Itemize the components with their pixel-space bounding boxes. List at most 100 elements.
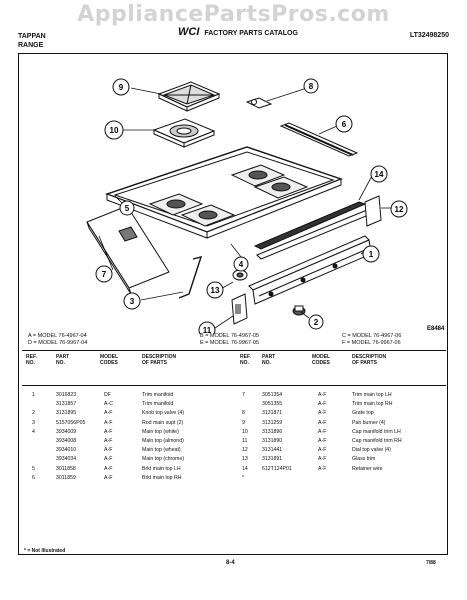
model-f: F = MODEL 76-9967-06 <box>342 340 401 346</box>
callout-14: 14 <box>370 165 388 183</box>
brand-line-1: TAPPAN <box>18 33 46 40</box>
callout-12: 12 <box>390 200 408 218</box>
svg-text:10: 10 <box>110 126 119 135</box>
row-part: 3131890 <box>262 438 283 444</box>
row-codes: A-F <box>104 419 113 426</box>
front-trim-illustration <box>86 205 170 295</box>
row-part: 3131441 <box>262 447 283 454</box>
catalog-title: FACTORY PARTS CATALOG <box>204 30 298 37</box>
row-ref: 10 <box>242 428 248 435</box>
row-codes: A-F <box>318 447 327 454</box>
callout-8: 8 <box>303 78 319 94</box>
row-desc: Dial top valve (4) <box>352 447 391 454</box>
row-codes: A-F <box>104 410 113 417</box>
row-ref: 3 <box>32 419 35 426</box>
rod-illustration <box>178 256 203 299</box>
row-desc: Trim main top LH <box>352 392 392 398</box>
model-b: B = MODEL 76-4967-05 <box>200 333 259 339</box>
row-desc: Cap manifold trim LH <box>352 428 401 435</box>
row-desc: Main top (white) <box>142 428 179 435</box>
svg-text:12: 12 <box>395 205 404 214</box>
row-part: 3051355 <box>262 401 283 408</box>
exploded-parts-diagram: 9 10 8 6 14 12 1 4 7 3 13 11 2 5 E8484 <box>86 78 445 334</box>
leader-lines <box>98 87 391 329</box>
row-desc: Trim manifold <box>142 392 174 398</box>
row-codes: A-F <box>104 447 113 454</box>
svg-text:4: 4 <box>239 260 244 269</box>
diagram-ref-id: E8484 <box>427 326 445 332</box>
manifold-trim-illustration <box>253 201 372 260</box>
model-c: C = MODEL 76-4967-06 <box>342 333 402 339</box>
page-number: 8-4 <box>226 560 235 566</box>
model-a: A = MODEL 76-4967-04 <box>28 333 87 339</box>
row-desc: Trim manifold <box>142 401 174 408</box>
row-codes: A-F <box>104 474 113 481</box>
callout-11: 11 <box>198 321 216 334</box>
row-desc: Main top (wheat) <box>142 447 181 454</box>
row-codes: A-F <box>104 428 113 435</box>
row-ref: 9 <box>242 419 245 426</box>
model-e: E = MODEL 76-9967-05 <box>200 340 259 346</box>
svg-text:13: 13 <box>211 286 220 295</box>
row-codes: DF <box>104 392 111 398</box>
row-desc: Main top (chrome) <box>142 456 185 463</box>
row-codes: A-F <box>318 392 327 398</box>
callout-13: 13 <box>206 281 224 299</box>
row-desc: Main top (almond) <box>142 438 184 444</box>
burner-pan-illustration <box>152 118 216 148</box>
row-codes: A-F <box>104 438 113 444</box>
watermark: AppliancePartsPros.com <box>77 2 390 27</box>
callout-2: 2 <box>308 314 324 330</box>
print-date: 7/88 <box>426 560 436 566</box>
row-part: 3934009 <box>56 428 77 435</box>
row-desc: Cap manifold trim RH <box>352 438 402 444</box>
row-part: 612T124P01 <box>262 465 292 472</box>
svg-text:3: 3 <box>130 297 135 306</box>
row-codes: A-F <box>104 456 113 463</box>
header-ref: REF.NO. <box>26 354 37 366</box>
table-header-rule <box>22 385 446 386</box>
row-part: 3934010 <box>56 447 77 454</box>
svg-text:14: 14 <box>375 170 384 179</box>
row-ref: 13 <box>242 456 248 463</box>
row-ref: 4 <box>32 428 35 435</box>
row-desc: Retainer wire <box>352 465 383 472</box>
callout-3: 3 <box>123 292 141 310</box>
row-ref: 1 <box>32 392 35 398</box>
wci-logo: WCI <box>178 26 200 38</box>
svg-text:11: 11 <box>203 326 212 334</box>
row-codes: A-F <box>318 401 327 408</box>
row-codes: A-F <box>318 428 327 435</box>
callout-4: 4 <box>233 256 249 272</box>
row-part: 3131259 <box>262 419 283 426</box>
model-d: D = MODEL 76-9967-04 <box>28 340 88 346</box>
row-codes: A-F <box>318 456 327 463</box>
row-part: 3016823 <box>56 392 77 398</box>
page-frame <box>18 53 448 555</box>
row-ref: 5 <box>32 465 35 472</box>
row-part: 3934008 <box>56 438 77 444</box>
row-part: 3011858 <box>56 465 76 472</box>
row-codes: A-F <box>104 465 113 472</box>
row-part: 3011859 <box>56 474 76 481</box>
end-cap-left-illustration <box>231 293 248 325</box>
row-ref: 8 <box>242 410 245 417</box>
callout-5: 5 <box>119 200 135 216</box>
row-part: 3131896 <box>262 428 283 435</box>
row-part: 3131857 <box>56 401 77 408</box>
row-part: 3934034 <box>56 456 77 463</box>
row-ref: 2 <box>32 410 35 417</box>
brand-line-2: RANGE <box>18 42 44 49</box>
row-desc: Brkt main top RH <box>142 474 182 481</box>
callout-6: 6 <box>335 115 353 133</box>
row-ref: 14 <box>242 465 248 472</box>
header-ref-right: REF.NO. <box>240 354 251 366</box>
row-desc: Glass trim <box>352 456 376 463</box>
svg-text:6: 6 <box>342 120 347 129</box>
callout-1: 1 <box>362 245 380 263</box>
